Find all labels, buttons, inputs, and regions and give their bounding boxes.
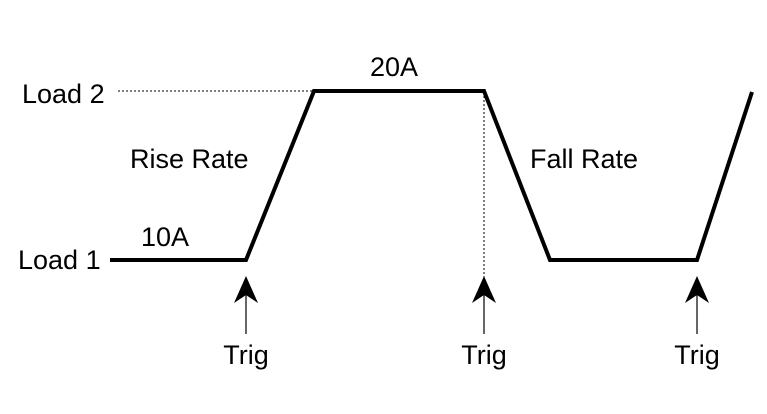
trigger-marker-1: Trig	[223, 276, 269, 370]
load2-label: Load 2	[22, 79, 105, 109]
fall-rate-label: Fall Rate	[530, 144, 638, 174]
trigger-marker-2: Trig	[461, 276, 507, 370]
level-high-value: 20A	[370, 52, 418, 82]
trigger-label: Trig	[461, 340, 507, 370]
trigger-marker-3: Trig	[674, 276, 720, 370]
rise-rate-label: Rise Rate	[130, 144, 249, 174]
load-current-waveform	[110, 89, 754, 262]
trigger-arrow-icon	[685, 276, 709, 303]
load1-label: Load 1	[18, 245, 101, 275]
level-low-value: 10A	[141, 222, 189, 252]
trigger-arrow-icon	[234, 276, 258, 303]
trigger-label: Trig	[674, 340, 720, 370]
trigger-label: Trig	[223, 340, 269, 370]
trigger-arrow-icon	[472, 276, 496, 303]
